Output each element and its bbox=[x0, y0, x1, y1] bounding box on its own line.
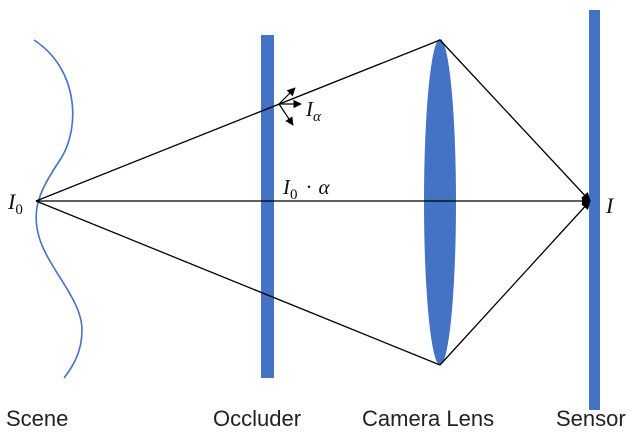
sensor-bar bbox=[589, 10, 600, 410]
scatter-arrow-up bbox=[278, 87, 296, 105]
ray-upper-to-sensor bbox=[439, 39, 591, 202]
transmitted-intensity-label: I0·α bbox=[282, 175, 331, 203]
lens-caption: Camera Lens bbox=[362, 406, 494, 431]
sensor-caption: Sensor bbox=[556, 406, 626, 431]
ray-lower-to-sensor bbox=[439, 200, 591, 366]
ray-upper-to-lens bbox=[35, 39, 441, 202]
camera-lens bbox=[424, 39, 456, 365]
occluder-bar bbox=[261, 35, 274, 378]
scatter-arrow-down bbox=[278, 103, 294, 126]
sensor-intensity-label: I bbox=[605, 193, 615, 218]
occluder-caption: Occluder bbox=[213, 406, 301, 431]
scene-curve bbox=[33, 39, 83, 379]
source-intensity-label: I0 bbox=[7, 189, 23, 218]
scatter-intensity-label: Iα bbox=[305, 97, 322, 125]
scene-caption: Scene bbox=[6, 406, 68, 431]
ray-lower-to-lens bbox=[35, 200, 441, 366]
